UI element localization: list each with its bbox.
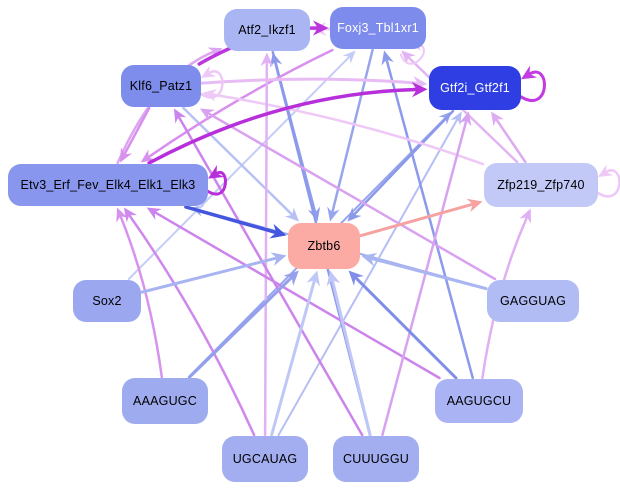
edge-foxj3-to-zbtb6[interactable] xyxy=(331,48,374,214)
node-foxj3[interactable]: Foxj3_Tbl1xr1 xyxy=(330,7,426,49)
edge-cuuuggu-to-gtf2i-arrowhead[interactable] xyxy=(459,111,472,127)
node-ugcauag[interactable]: UGCAUAG xyxy=(222,436,308,482)
edge-sox2-to-foxj3-arrowhead[interactable] xyxy=(342,50,356,64)
edge-aaagugc-to-zbtb6[interactable] xyxy=(188,275,294,379)
node-sox2[interactable]: Sox2 xyxy=(73,280,141,322)
node-aagugcu[interactable]: AAGUGCU xyxy=(435,379,523,423)
edge-gagguag-to-zbtb6-arrowhead[interactable] xyxy=(361,252,378,267)
edge-cuuuggu-to-zbtb6-arrowhead[interactable] xyxy=(326,270,341,287)
edge-aaagugc-to-zbtb6-arrowhead[interactable] xyxy=(283,270,299,286)
edge-ugcauag-to-etv3[interactable] xyxy=(128,213,256,437)
edge-ugcauag-to-gtf2i[interactable] xyxy=(277,118,459,436)
edge-aagugcu-to-foxj3-arrowhead[interactable] xyxy=(381,50,394,66)
self-loop-gtf2i[interactable] xyxy=(519,70,546,102)
self-loop-klf6-arrowhead[interactable] xyxy=(201,65,217,78)
node-zbtb6[interactable]: Zbtb6 xyxy=(288,223,360,269)
self-loop-etv3-arrowhead[interactable] xyxy=(208,165,225,179)
edge-klf6-to-zbtb6[interactable] xyxy=(182,106,294,217)
edge-cuuuggu-to-klf6[interactable] xyxy=(177,115,364,437)
edge-aagugcu-to-zbtb6[interactable] xyxy=(354,276,458,380)
edge-klf6-to-foxj3-arrowhead[interactable] xyxy=(312,20,329,36)
self-loop-etv3[interactable] xyxy=(206,170,227,196)
edge-klf6-to-gtf2i[interactable] xyxy=(200,77,420,85)
edge-zfp219-to-gtf2i[interactable] xyxy=(494,117,527,164)
self-loop-zfp219[interactable] xyxy=(596,169,620,198)
edge-sox2-to-foxj3[interactable] xyxy=(127,55,351,280)
edge-etv3-to-gtf2i[interactable] xyxy=(147,87,419,165)
edge-zbtb6-to-zfp219-arrowhead[interactable] xyxy=(466,198,483,213)
edge-etv3-to-zbtb6-arrowhead[interactable] xyxy=(269,223,287,239)
self-loop-gtf2i-arrowhead[interactable] xyxy=(521,65,538,80)
node-aaagugc[interactable]: AAAGUGC xyxy=(122,378,208,424)
edge-aagugcu-to-zfp219-arrowhead[interactable] xyxy=(519,208,532,224)
edge-aagugcu-to-etv3[interactable] xyxy=(153,210,441,380)
node-gagguag[interactable]: GAGGUAG xyxy=(487,280,579,322)
edge-klf6-to-zbtb6-arrowhead[interactable] xyxy=(284,207,300,222)
edge-gagguag-to-klf6[interactable] xyxy=(206,111,497,281)
edge-etv3-to-zbtb6[interactable] xyxy=(184,205,279,235)
edge-ugcauag-to-atf2-arrowhead[interactable] xyxy=(260,52,274,67)
edge-foxj3-to-zbtb6-arrowhead[interactable] xyxy=(327,206,340,222)
edge-aagugcu-to-zbtb6-arrowhead[interactable] xyxy=(348,270,364,286)
edge-zfp219-to-foxj3-arrowhead[interactable] xyxy=(401,50,416,65)
edge-ugcauag-to-zbtb6[interactable] xyxy=(270,278,317,437)
self-loop-klf6[interactable] xyxy=(199,70,224,99)
edge-cuuuggu-to-klf6-arrowhead[interactable] xyxy=(173,108,187,124)
edge-aaagugc-to-etv3-arrowhead[interactable] xyxy=(116,207,129,223)
self-loop-foxj3[interactable] xyxy=(399,43,425,65)
edge-ugcauag-to-zbtb6-arrowhead[interactable] xyxy=(306,270,320,287)
edge-aagugcu-to-etv3-arrowhead[interactable] xyxy=(146,207,162,220)
edge-klf6-to-etv3[interactable] xyxy=(123,106,151,156)
edge-gagguag-to-zbtb6[interactable] xyxy=(369,256,488,291)
edge-gagguag-to-klf6-arrowhead[interactable] xyxy=(199,108,215,121)
node-etv3[interactable]: Etv3_Erf_Fev_Elk4_Elk1_Elk3 xyxy=(8,164,208,206)
edge-aaagugc-to-etv3[interactable] xyxy=(119,214,164,379)
edge-etv3-to-atf2-arrowhead[interactable] xyxy=(207,47,223,60)
node-klf6[interactable]: Klf6_Patz1 xyxy=(121,65,201,107)
edge-gtf2i-to-zbtb6-arrowhead[interactable] xyxy=(347,207,362,222)
edge-zbtb6-to-zfp219[interactable] xyxy=(359,202,475,238)
edge-klf6-to-etv3-arrowhead[interactable] xyxy=(120,147,133,163)
self-loop-zfp219-arrowhead[interactable] xyxy=(598,164,614,177)
edge-ugcauag-to-atf2[interactable] xyxy=(263,60,269,437)
edge-sox2-to-zbtb6-arrowhead[interactable] xyxy=(270,252,287,266)
edge-cuuuggu-to-gtf2i[interactable] xyxy=(381,119,468,437)
edge-cuuuggu-to-zbtb6[interactable] xyxy=(330,278,372,437)
edge-zfp219-to-klf6[interactable] xyxy=(210,93,485,166)
node-atf2[interactable]: Atf2_Ikzf1 xyxy=(224,9,310,51)
node-cuuuggu[interactable]: CUUUGGU xyxy=(333,436,419,482)
node-gtf2i[interactable]: Gtf2i_Gtf2f1 xyxy=(429,66,521,110)
edge-ugcauag-to-gtf2i-arrowhead[interactable] xyxy=(450,111,462,126)
edge-sox2-to-zbtb6[interactable] xyxy=(140,256,279,294)
edge-cuuuggu-to-atf2-arrowhead[interactable] xyxy=(269,52,283,68)
node-zfp219[interactable]: Zfp219_Zfp740 xyxy=(484,163,598,207)
edge-etv3-to-gtf2i-arrowhead[interactable] xyxy=(411,82,428,98)
